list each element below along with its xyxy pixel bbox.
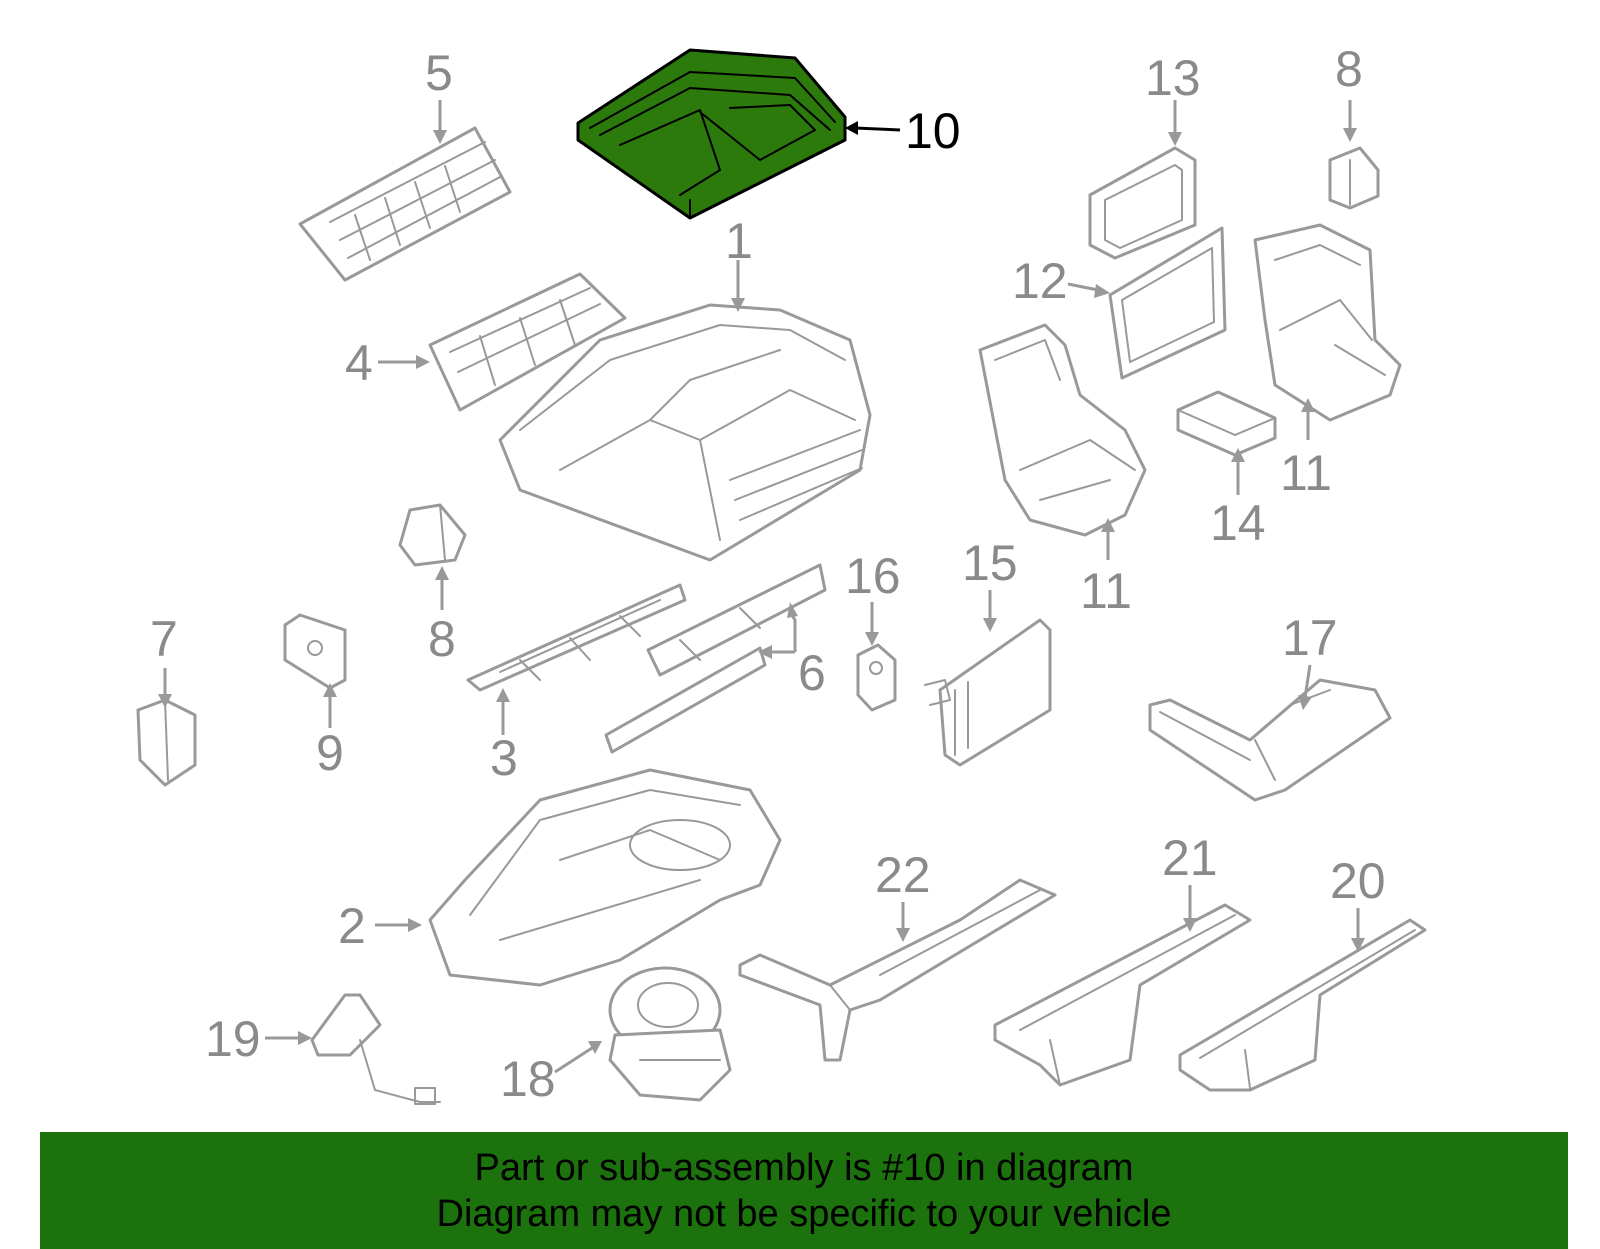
part-9 [283, 613, 347, 690]
part-2 [428, 768, 782, 987]
callout-2: 2 [338, 898, 366, 954]
callout-14: 14 [1210, 495, 1266, 551]
callout-10: 10 [905, 103, 961, 159]
part-12 [1108, 226, 1227, 380]
callout-1: 1 [725, 213, 753, 269]
callout-9: 9 [316, 725, 344, 781]
callout-18: 18 [500, 1051, 556, 1107]
callout-8-right: 8 [1335, 41, 1363, 97]
part-6 [604, 563, 827, 754]
callout-21: 21 [1162, 830, 1218, 886]
part-18 [608, 966, 732, 1102]
part-10-highlighted[interactable] [576, 48, 847, 220]
part-11-right [1253, 223, 1402, 422]
part-8-left [398, 503, 467, 567]
callout-8-left: 8 [428, 611, 456, 667]
callout-20: 20 [1330, 853, 1386, 909]
callout-17: 17 [1282, 610, 1338, 666]
callout-5: 5 [425, 45, 453, 101]
part-16 [856, 643, 897, 712]
part-13 [1088, 146, 1197, 260]
callout-6: 6 [798, 645, 826, 701]
part-15 [924, 618, 1052, 767]
info-banner: Part or sub-assembly is #10 in diagram D… [40, 1132, 1568, 1249]
parts-diagram: 10 5 1 4 13 8 12 11 14 11 8 16 15 6 7 9 … [136, 41, 1427, 1107]
part-4 [428, 272, 627, 412]
part-1 [498, 303, 872, 562]
callout-22: 22 [875, 847, 931, 903]
part-17 [1148, 678, 1392, 802]
part-11-left [978, 323, 1147, 537]
callout-11-left: 11 [1080, 563, 1132, 619]
callout-15: 15 [962, 535, 1018, 591]
part-3 [466, 583, 687, 692]
callout-12: 12 [1012, 253, 1068, 309]
part-14 [1176, 390, 1277, 457]
callout-19: 19 [205, 1011, 261, 1067]
arrowhead-10 [845, 121, 858, 135]
part-19 [310, 993, 441, 1105]
part-5 [298, 126, 512, 282]
part-22 [738, 878, 1057, 1062]
part-8-right [1328, 146, 1380, 210]
callout-3: 3 [490, 730, 518, 786]
leader-10 [854, 126, 901, 132]
callout-4: 4 [345, 335, 373, 391]
banner-line-1: Part or sub-assembly is #10 in diagram [474, 1146, 1134, 1189]
part-21 [993, 903, 1252, 1087]
part-7 [136, 698, 197, 787]
banner-line-2: Diagram may not be specific to your vehi… [436, 1192, 1172, 1235]
part-20 [1178, 918, 1427, 1092]
callout-13: 13 [1145, 50, 1201, 106]
callout-11-right: 11 [1280, 445, 1332, 501]
callout-7: 7 [150, 611, 178, 667]
callout-16: 16 [845, 548, 901, 604]
